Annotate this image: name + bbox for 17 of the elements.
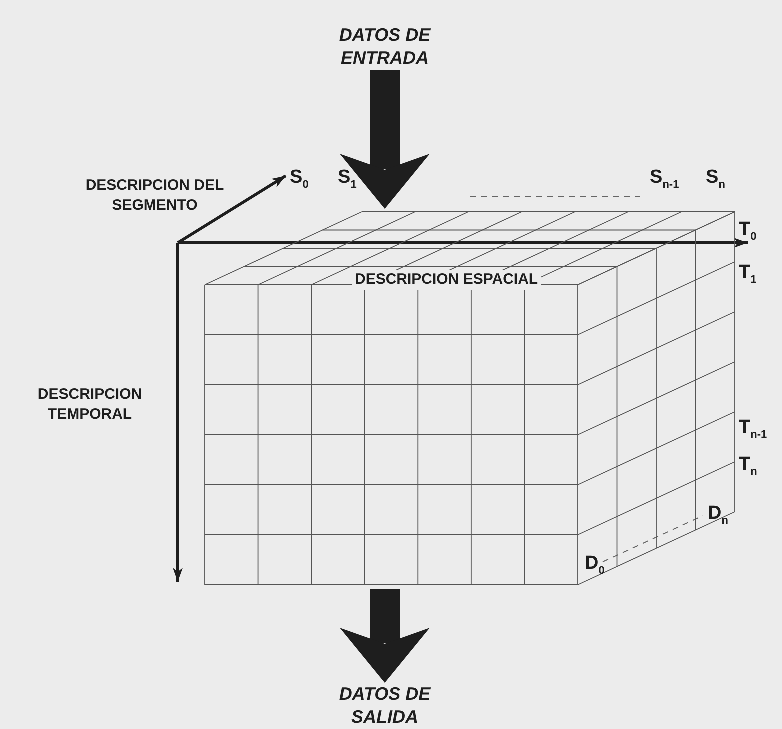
index-label: T$_{n-1}$ (739, 416, 768, 443)
index-label: S$_{0}$ (290, 166, 309, 193)
axis-label: DESCRIPCION ESPACIAL (352, 270, 542, 290)
index-label: T$_{n}$ (739, 453, 758, 480)
index-label: S$_{n-1}$ (650, 166, 680, 193)
index-label: S$_{n}$ (706, 166, 726, 193)
axis-label: DESCRIPCION DEL SEGMENTO (84, 176, 226, 216)
title-text: DATOS DE SALIDA (315, 683, 455, 729)
index-label: S$_{1}$ (338, 166, 357, 193)
title-text: DATOS DE ENTRADA (315, 24, 455, 70)
input-output-arrow (340, 589, 430, 683)
input-output-arrow (340, 70, 430, 209)
index-label: T$_{1}$ (739, 261, 757, 288)
axis-label: DESCRIPCION TEMPORAL (36, 385, 144, 425)
index-label: D$_{0}$ (585, 552, 605, 579)
index-label: D$_{n}$ (708, 502, 728, 529)
index-label: T$_{0}$ (739, 218, 757, 245)
